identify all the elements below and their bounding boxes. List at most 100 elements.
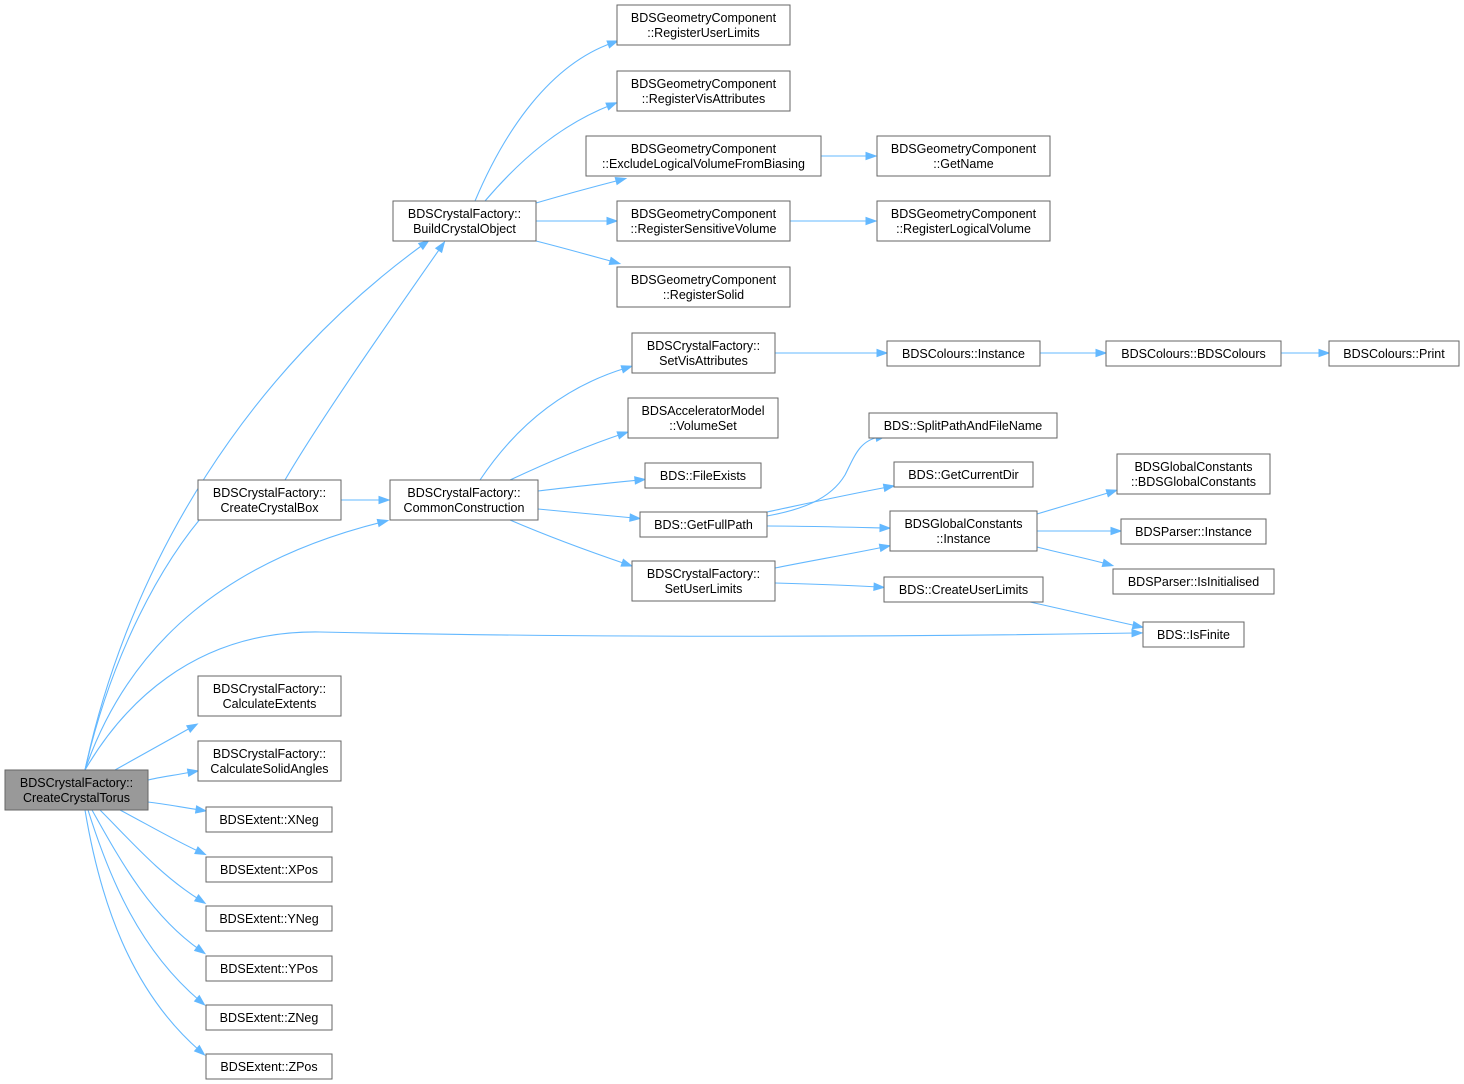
node-box[interactable] (205, 806, 333, 833)
node-box[interactable] (205, 856, 333, 883)
node-parserInstance[interactable]: BDSParser::Instance (1120, 518, 1267, 545)
node-box[interactable] (889, 510, 1038, 552)
edge-setVisAttributes-to-coloursInstance (775, 348, 889, 358)
node-zneg[interactable]: BDSExtent::ZNeg (205, 1004, 333, 1031)
node-box[interactable] (616, 266, 791, 308)
node-excludeLV[interactable]: BDSGeometryComponent::ExcludeLogicalVolu… (585, 135, 822, 177)
edge-arrowhead (882, 483, 896, 493)
node-buildCrystalObject[interactable]: BDSCrystalFactory::BuildCrystalObject (392, 200, 537, 242)
node-box[interactable] (1116, 453, 1271, 495)
node-box[interactable] (868, 412, 1058, 439)
edge-buildCrystalObject-to-excludeLV (535, 176, 628, 204)
node-coloursPrint[interactable]: BDSColours::Print (1328, 340, 1460, 367)
edge-line (87, 809, 201, 1002)
node-box[interactable] (1120, 518, 1267, 545)
node-commonConstruction[interactable]: BDSCrystalFactory::CommonConstruction (389, 479, 539, 521)
node-box[interactable] (4, 769, 149, 811)
edge-arrowhead (378, 495, 391, 505)
node-box[interactable] (197, 675, 342, 717)
node-calculateExtents[interactable]: BDSCrystalFactory::CalculateExtents (197, 675, 342, 717)
edge-arrowhead (1318, 348, 1331, 358)
node-regLogical[interactable]: BDSGeometryComponent::RegisterLogicalVol… (876, 200, 1051, 242)
edge-line (1036, 546, 1108, 565)
node-label-line: BDSExtent::YPos (220, 962, 318, 976)
node-label-line: CalculateExtents (223, 697, 317, 711)
edge-arrowhead (620, 558, 634, 567)
node-box[interactable] (616, 70, 791, 112)
node-getCurrentDir[interactable]: BDS::GetCurrentDir (893, 461, 1034, 488)
edge-getFullPath-to-getCurrentDir (766, 483, 896, 513)
node-box[interactable] (893, 461, 1034, 488)
node-fileExists[interactable]: BDS::FileExists (644, 462, 762, 489)
edge-line (479, 367, 627, 481)
node-box[interactable] (1105, 340, 1282, 367)
node-box[interactable] (585, 135, 822, 177)
node-box[interactable] (631, 332, 776, 374)
node-zpos[interactable]: BDSExtent::ZPos (205, 1053, 333, 1080)
node-box[interactable] (616, 4, 791, 46)
node-box[interactable] (631, 560, 776, 602)
node-xneg[interactable]: BDSExtent::XNeg (205, 806, 333, 833)
node-label-line: BDSGeometryComponent (631, 77, 777, 91)
node-box[interactable] (197, 740, 342, 782)
node-box[interactable] (205, 955, 333, 982)
edge-arrowhead (620, 365, 634, 374)
node-regSolid[interactable]: BDSGeometryComponent::RegisterSolid (616, 266, 791, 308)
node-coloursInstance[interactable]: BDSColours::Instance (886, 340, 1041, 367)
node-parserInit[interactable]: BDSParser::IsInitialised (1112, 568, 1275, 595)
node-box[interactable] (1328, 340, 1460, 367)
node-createUserLimits[interactable]: BDS::CreateUserLimits (883, 576, 1044, 603)
node-box[interactable] (627, 397, 779, 439)
edge-line (1036, 491, 1112, 515)
node-volumeSet[interactable]: BDSAcceleratorModel::VolumeSet (627, 397, 779, 439)
node-label-line: BDS::IsFinite (1157, 628, 1230, 642)
edge-line (535, 240, 615, 263)
node-getFullPath[interactable]: BDS::GetFullPath (639, 511, 768, 538)
node-yneg[interactable]: BDSExtent::YNeg (205, 905, 333, 932)
node-root[interactable]: BDSCrystalFactory::CreateCrystalTorus (4, 769, 149, 811)
node-box[interactable] (205, 905, 333, 932)
node-box[interactable] (886, 340, 1041, 367)
node-getName[interactable]: BDSGeometryComponent::GetName (876, 135, 1051, 177)
node-label-line: CreateCrystalTorus (23, 791, 130, 805)
edge-commonConstruction-to-setVisAttributes (479, 365, 634, 481)
edge-root-to-xpos (119, 809, 207, 856)
node-regVisAttributes[interactable]: BDSGeometryComponent::RegisterVisAttribu… (616, 70, 791, 112)
edge-excludeLV-to-getName (820, 151, 878, 161)
node-xpos[interactable]: BDSExtent::XPos (205, 856, 333, 883)
node-splitPath[interactable]: BDS::SplitPathAndFileName (868, 412, 1058, 439)
node-box[interactable] (644, 462, 762, 489)
edge-coloursCtor-to-coloursPrint (1281, 348, 1331, 358)
node-label-line: BDSGeometryComponent (631, 11, 777, 25)
node-box[interactable] (197, 479, 342, 521)
node-coloursCtor[interactable]: BDSColours::BDSColours (1105, 340, 1282, 367)
node-box[interactable] (205, 1053, 333, 1080)
node-label-line: SetUserLimits (665, 582, 743, 596)
node-setUserLimits[interactable]: BDSCrystalFactory::SetUserLimits (631, 560, 776, 602)
edge-arrowhead (194, 805, 208, 814)
node-box[interactable] (876, 135, 1051, 177)
node-box[interactable] (1142, 621, 1245, 648)
node-calculateSolidAngles[interactable]: BDSCrystalFactory::CalculateSolidAngles (197, 740, 342, 782)
node-ypos[interactable]: BDSExtent::YPos (205, 955, 333, 982)
node-box[interactable] (205, 1004, 333, 1031)
node-regSensitive[interactable]: BDSGeometryComponent::RegisterSensitiveV… (616, 200, 791, 242)
node-box[interactable] (389, 479, 539, 521)
node-regUserLimits[interactable]: BDSGeometryComponent::RegisterUserLimits (616, 4, 791, 46)
node-label-line: BDSExtent::ZPos (220, 1060, 317, 1074)
node-label-line: BDSExtent::XPos (220, 863, 318, 877)
node-box[interactable] (639, 511, 768, 538)
node-isFinite[interactable]: BDS::IsFinite (1142, 621, 1245, 648)
node-box[interactable] (883, 576, 1044, 603)
edge-line (99, 809, 201, 901)
node-box[interactable] (392, 200, 537, 242)
node-gcCtor[interactable]: BDSGlobalConstants::BDSGlobalConstants (1116, 453, 1271, 495)
edge-line (84, 521, 383, 771)
node-createCrystalBox[interactable]: BDSCrystalFactory::CreateCrystalBox (197, 479, 342, 521)
node-box[interactable] (616, 200, 791, 242)
node-box[interactable] (1112, 568, 1275, 595)
node-gcInstance[interactable]: BDSGlobalConstants::Instance (889, 510, 1038, 552)
edge-root-to-buildCrystalObject (84, 239, 431, 771)
node-box[interactable] (876, 200, 1051, 242)
node-setVisAttributes[interactable]: BDSCrystalFactory::SetVisAttributes (631, 332, 776, 374)
